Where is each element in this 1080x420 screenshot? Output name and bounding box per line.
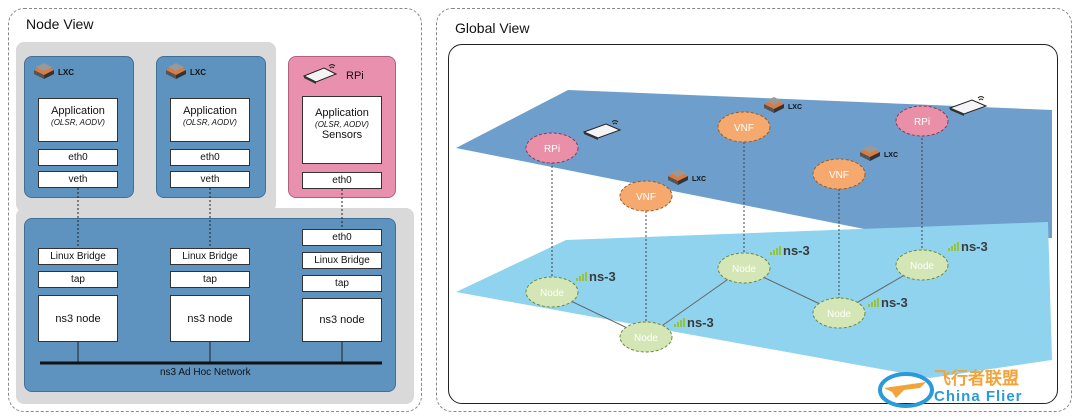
node-label: Node (634, 333, 658, 344)
top-node-vnf: VNF (717, 111, 771, 143)
ns3-node-box: ns3 node (38, 295, 118, 342)
lxc-icon: LXC (764, 97, 802, 113)
application-box: Application (OLSR, AODV) (38, 98, 118, 142)
application-protocols: (OLSR, AODV) (315, 119, 369, 129)
ns3-logo: ns-3 (576, 269, 616, 284)
node-label: Node (827, 309, 851, 320)
application-box: Application (OLSR, AODV) Sensors (302, 96, 382, 164)
ns3-node: Node (619, 321, 673, 353)
top-node-rpi: RPi (525, 132, 579, 164)
application-title: Application (51, 105, 105, 117)
ns3-node: Node (812, 297, 866, 329)
eth0-interface: eth0 (38, 149, 118, 166)
node-label: Node (540, 288, 564, 299)
lxc-icon (164, 62, 188, 80)
node-label: Node (910, 261, 934, 272)
ns3-logo-text: ns-3 (589, 269, 616, 284)
global-view-diagram: RPi VNF VNF VNF RPi LXC LXC LXC (456, 90, 1052, 378)
rpi-label: RPi (346, 70, 364, 82)
lxc-label: LXC (884, 152, 898, 159)
ns3-logo-text: ns-3 (961, 239, 988, 254)
ns3-node-box: ns3 node (170, 295, 250, 342)
ns3-logo: ns-3 (948, 239, 988, 254)
eth0-interface: eth0 (170, 149, 250, 166)
application-title: Application (315, 107, 369, 119)
linux-bridge: Linux Bridge (302, 252, 382, 269)
ns3-node-box: ns3 node (302, 298, 382, 342)
network-label: ns3 Ad Hoc Network (160, 367, 251, 378)
linux-bridge: Linux Bridge (170, 248, 250, 265)
lxc-icon (32, 62, 56, 80)
top-node-vnf: VNF (812, 158, 866, 190)
rpi-node-label: RPi (544, 144, 560, 155)
linux-bridge: Linux Bridge (38, 248, 118, 265)
watermark-en: China Flier (934, 388, 1023, 405)
global-view-title: Global View (455, 20, 530, 36)
vnf-node-label: VNF (829, 170, 849, 181)
rpi-board-icon (302, 62, 338, 84)
rpi-board-icon (582, 120, 622, 140)
lxc-label: LXC (190, 68, 206, 77)
tap-interface: tap (170, 271, 250, 288)
ns3-node: Node (895, 249, 949, 281)
rpi-board-icon (948, 96, 988, 116)
veth-interface: veth (170, 171, 250, 188)
lxc-label: LXC (692, 176, 706, 183)
ns3-logo-text: ns-3 (687, 315, 714, 330)
node-label: Node (732, 264, 756, 275)
application-box: Application (OLSR, AODV) (170, 98, 250, 142)
watermark-cn: 飞行者联盟 (934, 369, 1019, 388)
ns3-logo: ns-3 (868, 295, 908, 310)
ns3-logo: ns-3 (770, 243, 810, 258)
eth0-interface: eth0 (302, 229, 382, 246)
top-node-vnf: VNF (619, 180, 673, 212)
tap-interface: tap (38, 271, 118, 288)
lxc-icon: LXC (860, 145, 898, 161)
ns3-logo: ns-3 (674, 315, 714, 330)
tap-interface: tap (302, 275, 382, 292)
global-view-panel (436, 8, 1072, 412)
vnf-node-label: VNF (734, 123, 754, 134)
lxc-label: LXC (58, 68, 74, 77)
veth-interface: veth (38, 171, 118, 188)
application-protocols: (OLSR, AODV) (183, 117, 237, 127)
vnf-node-label: VNF (636, 192, 656, 203)
lxc-icon: LXC (668, 169, 706, 185)
global-view-inner-frame (448, 44, 1058, 404)
watermark-logo: 飞行者联盟 China Flier (876, 362, 1076, 414)
ns3-logo-text: ns-3 (881, 295, 908, 310)
node-view-title: Node View (26, 16, 94, 32)
ns3-logo-text: ns-3 (783, 243, 810, 258)
plane-icon (878, 372, 934, 408)
sensors-label: Sensors (321, 128, 363, 141)
eth0-interface: eth0 (302, 172, 382, 189)
rpi-node-label: RPi (914, 117, 930, 128)
lxc-label: LXC (788, 104, 802, 111)
top-node-rpi: RPi (895, 105, 949, 137)
ns3-node: Node (717, 252, 771, 284)
application-title: Application (183, 105, 237, 117)
application-protocols: (OLSR, AODV) (51, 117, 105, 127)
node-view-panel (8, 8, 422, 412)
ns3-node: Node (525, 276, 579, 308)
node-connectors (40, 188, 382, 365)
